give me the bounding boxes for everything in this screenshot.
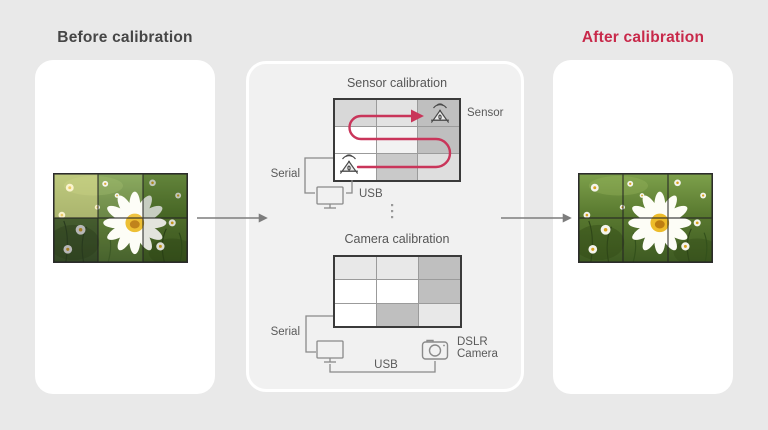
videowall-tile (623, 218, 667, 262)
videowall-tile-grid (579, 174, 712, 262)
videowall-tile (579, 174, 623, 218)
camera-calibration-grid (333, 255, 462, 328)
grid-cell (376, 100, 418, 126)
videowall-tile (579, 218, 623, 262)
videowall-after-image (578, 173, 713, 263)
videowall-tile (142, 174, 187, 218)
sensor-calibration-grid (333, 98, 461, 182)
videowall-before-image (53, 173, 188, 263)
grid-cell (335, 280, 376, 303)
usb-connection-label-bottom: USB (374, 359, 398, 371)
videowall-tile (668, 174, 712, 218)
grid-cell (335, 154, 376, 180)
grid-cell (376, 127, 418, 153)
grid-cell (335, 127, 376, 153)
grid-cell (418, 154, 459, 180)
serial-connection-label-top: Serial (270, 168, 300, 180)
grid-cell (377, 280, 418, 303)
after-calibration-title: After calibration (581, 29, 705, 46)
videowall-tile-grid (54, 174, 187, 262)
daisy-image (579, 174, 712, 262)
grid-cell (377, 257, 418, 280)
videowall-tile (54, 218, 99, 262)
daisy-image (54, 174, 187, 262)
dslr-camera-label-line1: DSLR (457, 336, 488, 348)
grid-cell (419, 303, 460, 326)
videowall-tile (98, 218, 143, 262)
before-calibration-title: Before calibration (57, 29, 193, 46)
sensor-device-label: Sensor (467, 107, 504, 119)
grid-cell (419, 280, 460, 303)
videowall-tile (54, 174, 99, 218)
camera-calibration-title: Camera calibration (344, 232, 450, 246)
grid-cell (335, 303, 376, 326)
grid-cell (418, 127, 459, 153)
daisy-field-image (579, 174, 712, 262)
grid-cell (418, 100, 459, 126)
grid-cell (376, 154, 418, 180)
dslr-camera-label-line2: Camera (457, 347, 498, 360)
daisy-field-image (54, 174, 187, 262)
dslr-camera-label: DSLR Camera (457, 336, 498, 360)
grid-cell (419, 257, 460, 280)
sensor-calibration-title: Sensor calibration (346, 76, 448, 90)
videowall-tile (668, 218, 712, 262)
videowall-tile (142, 218, 187, 262)
grid-cell (335, 100, 376, 126)
videowall-tile (98, 174, 143, 218)
videowall-tile (623, 174, 667, 218)
grid-cell (377, 303, 418, 326)
usb-connection-label-top: USB (359, 188, 383, 200)
serial-connection-label-bottom: Serial (270, 326, 300, 338)
grid-cell (335, 257, 376, 280)
